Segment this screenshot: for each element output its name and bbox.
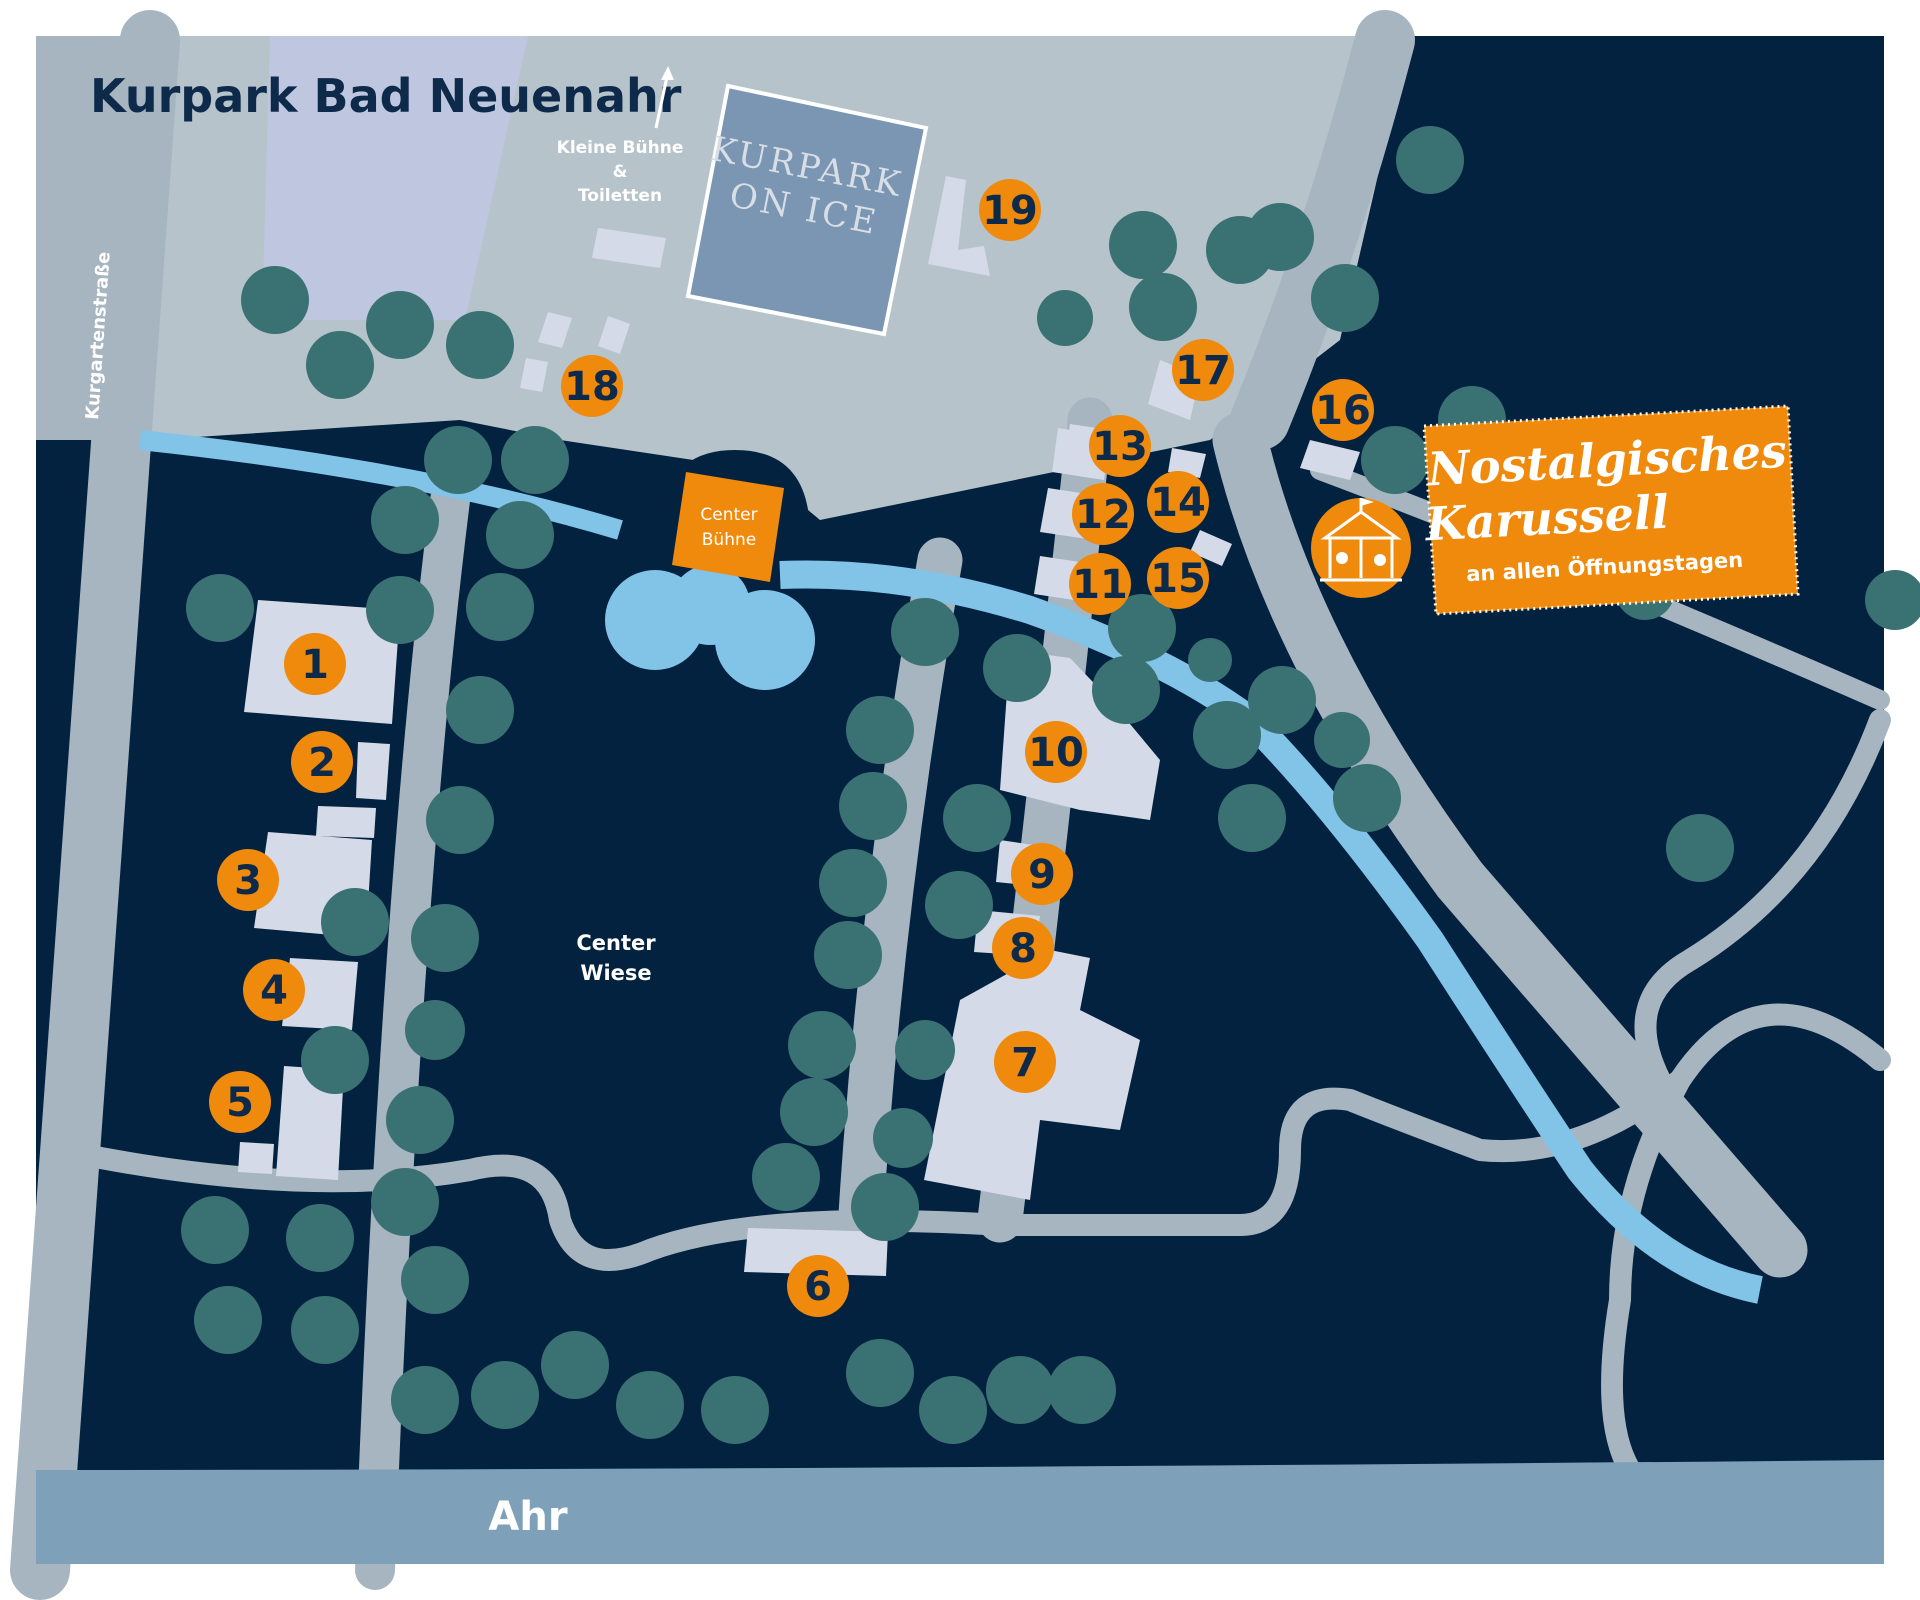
marker-2[interactable]: 2 [291, 731, 353, 793]
marker-15-label: 15 [1150, 556, 1206, 602]
marker-1-label: 1 [301, 642, 329, 688]
stage-label-line2: Bühne [702, 530, 756, 550]
stage-label-line1: Center [700, 505, 757, 525]
marker-6[interactable]: 6 [787, 1255, 849, 1317]
arrow-head-icon [661, 66, 674, 80]
marker-15[interactable]: 15 [1147, 547, 1209, 609]
buildings [238, 176, 1360, 1276]
marker-11[interactable]: 11 [1069, 553, 1131, 615]
map-title: Kurpark Bad Neuenahr [90, 69, 682, 123]
marker-9[interactable]: 9 [1011, 843, 1073, 905]
marker-10[interactable]: 10 [1025, 721, 1087, 783]
marker-12[interactable]: 12 [1072, 483, 1134, 545]
marker-12-label: 12 [1075, 492, 1131, 538]
center-stage[interactable] [672, 472, 784, 582]
marker-13[interactable]: 13 [1089, 415, 1151, 477]
marker-7[interactable]: 7 [994, 1031, 1056, 1093]
marker-8[interactable]: 8 [992, 917, 1054, 979]
marker-10-label: 10 [1028, 730, 1084, 776]
marker-1[interactable]: 1 [284, 633, 346, 695]
promo-panel [1422, 404, 1800, 616]
direction-arrow [654, 71, 670, 129]
pond [605, 565, 815, 690]
marker-3[interactable]: 3 [217, 849, 279, 911]
carousel-icon[interactable] [1311, 498, 1411, 598]
marker-6-label: 6 [804, 1264, 832, 1310]
direction-label-line2: & [613, 162, 628, 182]
field-label-line2: Wiese [580, 961, 651, 985]
marker-7-label: 7 [1011, 1040, 1039, 1086]
marker-5-label: 5 [226, 1080, 254, 1126]
promo-title-line2: Karussell [1422, 485, 1670, 552]
marker-13-label: 13 [1092, 424, 1148, 470]
marker-5[interactable]: 5 [209, 1071, 271, 1133]
marker-16-label: 16 [1315, 388, 1371, 434]
marker-19[interactable]: 19 [979, 179, 1041, 241]
marker-17-label: 17 [1175, 348, 1231, 394]
marker-8-label: 8 [1009, 926, 1037, 972]
marker-17[interactable]: 17 [1172, 339, 1234, 401]
marker-14[interactable]: 14 [1147, 471, 1209, 533]
river-label: Ahr [488, 1494, 567, 1540]
marker-14-label: 14 [1150, 480, 1206, 526]
marker-19-label: 19 [982, 188, 1038, 234]
marker-11-label: 11 [1072, 562, 1128, 608]
ice-rink[interactable] [685, 83, 929, 337]
marker-18[interactable]: 18 [561, 355, 623, 417]
marker-18-label: 18 [564, 364, 620, 410]
marker-group: 1 2 3 4 5 6 7 8 9 10 11 12 13 14 15 16 1… [209, 179, 1374, 1317]
direction-label-line3: Toiletten [578, 186, 662, 206]
field-label-line1: Center [576, 931, 656, 955]
carousel-promo[interactable]: Nostalgisches Karussell an allen Öffnung… [1422, 404, 1800, 616]
marker-2-label: 2 [308, 740, 336, 786]
marker-9-label: 9 [1028, 852, 1056, 898]
direction-label-line1: Kleine Bühne [557, 138, 684, 158]
trees [181, 126, 1920, 1444]
marker-16[interactable]: 16 [1312, 379, 1374, 441]
marker-4-label: 4 [260, 968, 288, 1014]
marker-4[interactable]: 4 [243, 959, 305, 1021]
canal [138, 430, 1763, 1304]
lawn-area [262, 36, 528, 320]
river-ahr [36, 1460, 1884, 1564]
marker-3-label: 3 [234, 858, 262, 904]
